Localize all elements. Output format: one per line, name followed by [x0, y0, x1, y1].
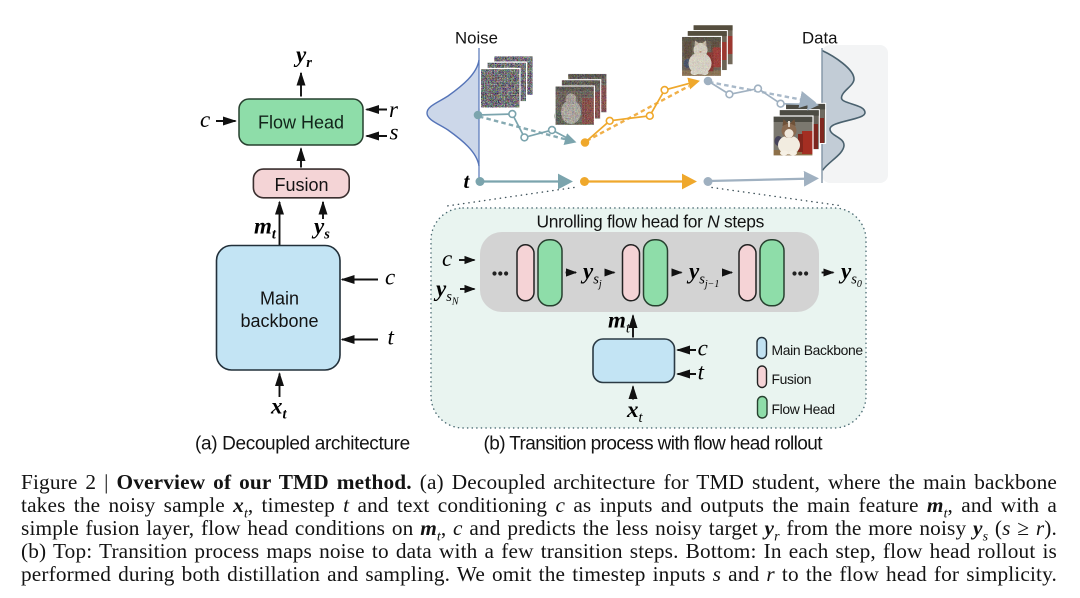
- svg-text:c: c: [442, 246, 452, 271]
- svg-text:Noise: Noise: [455, 29, 498, 48]
- svg-text:Fusion: Fusion: [274, 175, 328, 195]
- svg-text:Main Backbone: Main Backbone: [772, 342, 864, 358]
- svg-text:(b) Transition process with fl: (b) Transition process with flow head ro…: [484, 434, 824, 455]
- svg-text:Data: Data: [802, 29, 838, 48]
- svg-text:c: c: [698, 335, 708, 360]
- svg-text:xt: xt: [270, 394, 288, 423]
- svg-text:(a) Decoupled architecture: (a) Decoupled architecture: [195, 434, 410, 455]
- svg-text:yr: yr: [293, 42, 312, 71]
- svg-text:mt: mt: [254, 214, 277, 243]
- svg-text:t: t: [698, 360, 705, 385]
- svg-text:Main: Main: [260, 289, 299, 309]
- svg-text:t: t: [388, 325, 395, 350]
- svg-text:t: t: [464, 169, 471, 193]
- svg-text:r: r: [389, 97, 399, 122]
- svg-text:ys: ys: [311, 214, 330, 243]
- svg-text:Unrolling flow head for N step: Unrolling flow head for N steps: [537, 212, 765, 232]
- svg-text:c: c: [385, 265, 395, 290]
- svg-text:Flow Head: Flow Head: [258, 113, 344, 133]
- svg-text:Flow Head: Flow Head: [772, 401, 835, 417]
- svg-text:backbone: backbone: [240, 311, 318, 331]
- svg-text:Fusion: Fusion: [772, 371, 812, 387]
- svg-text:c: c: [200, 107, 210, 132]
- svg-text:mt: mt: [608, 308, 631, 337]
- svg-text:s: s: [390, 120, 399, 145]
